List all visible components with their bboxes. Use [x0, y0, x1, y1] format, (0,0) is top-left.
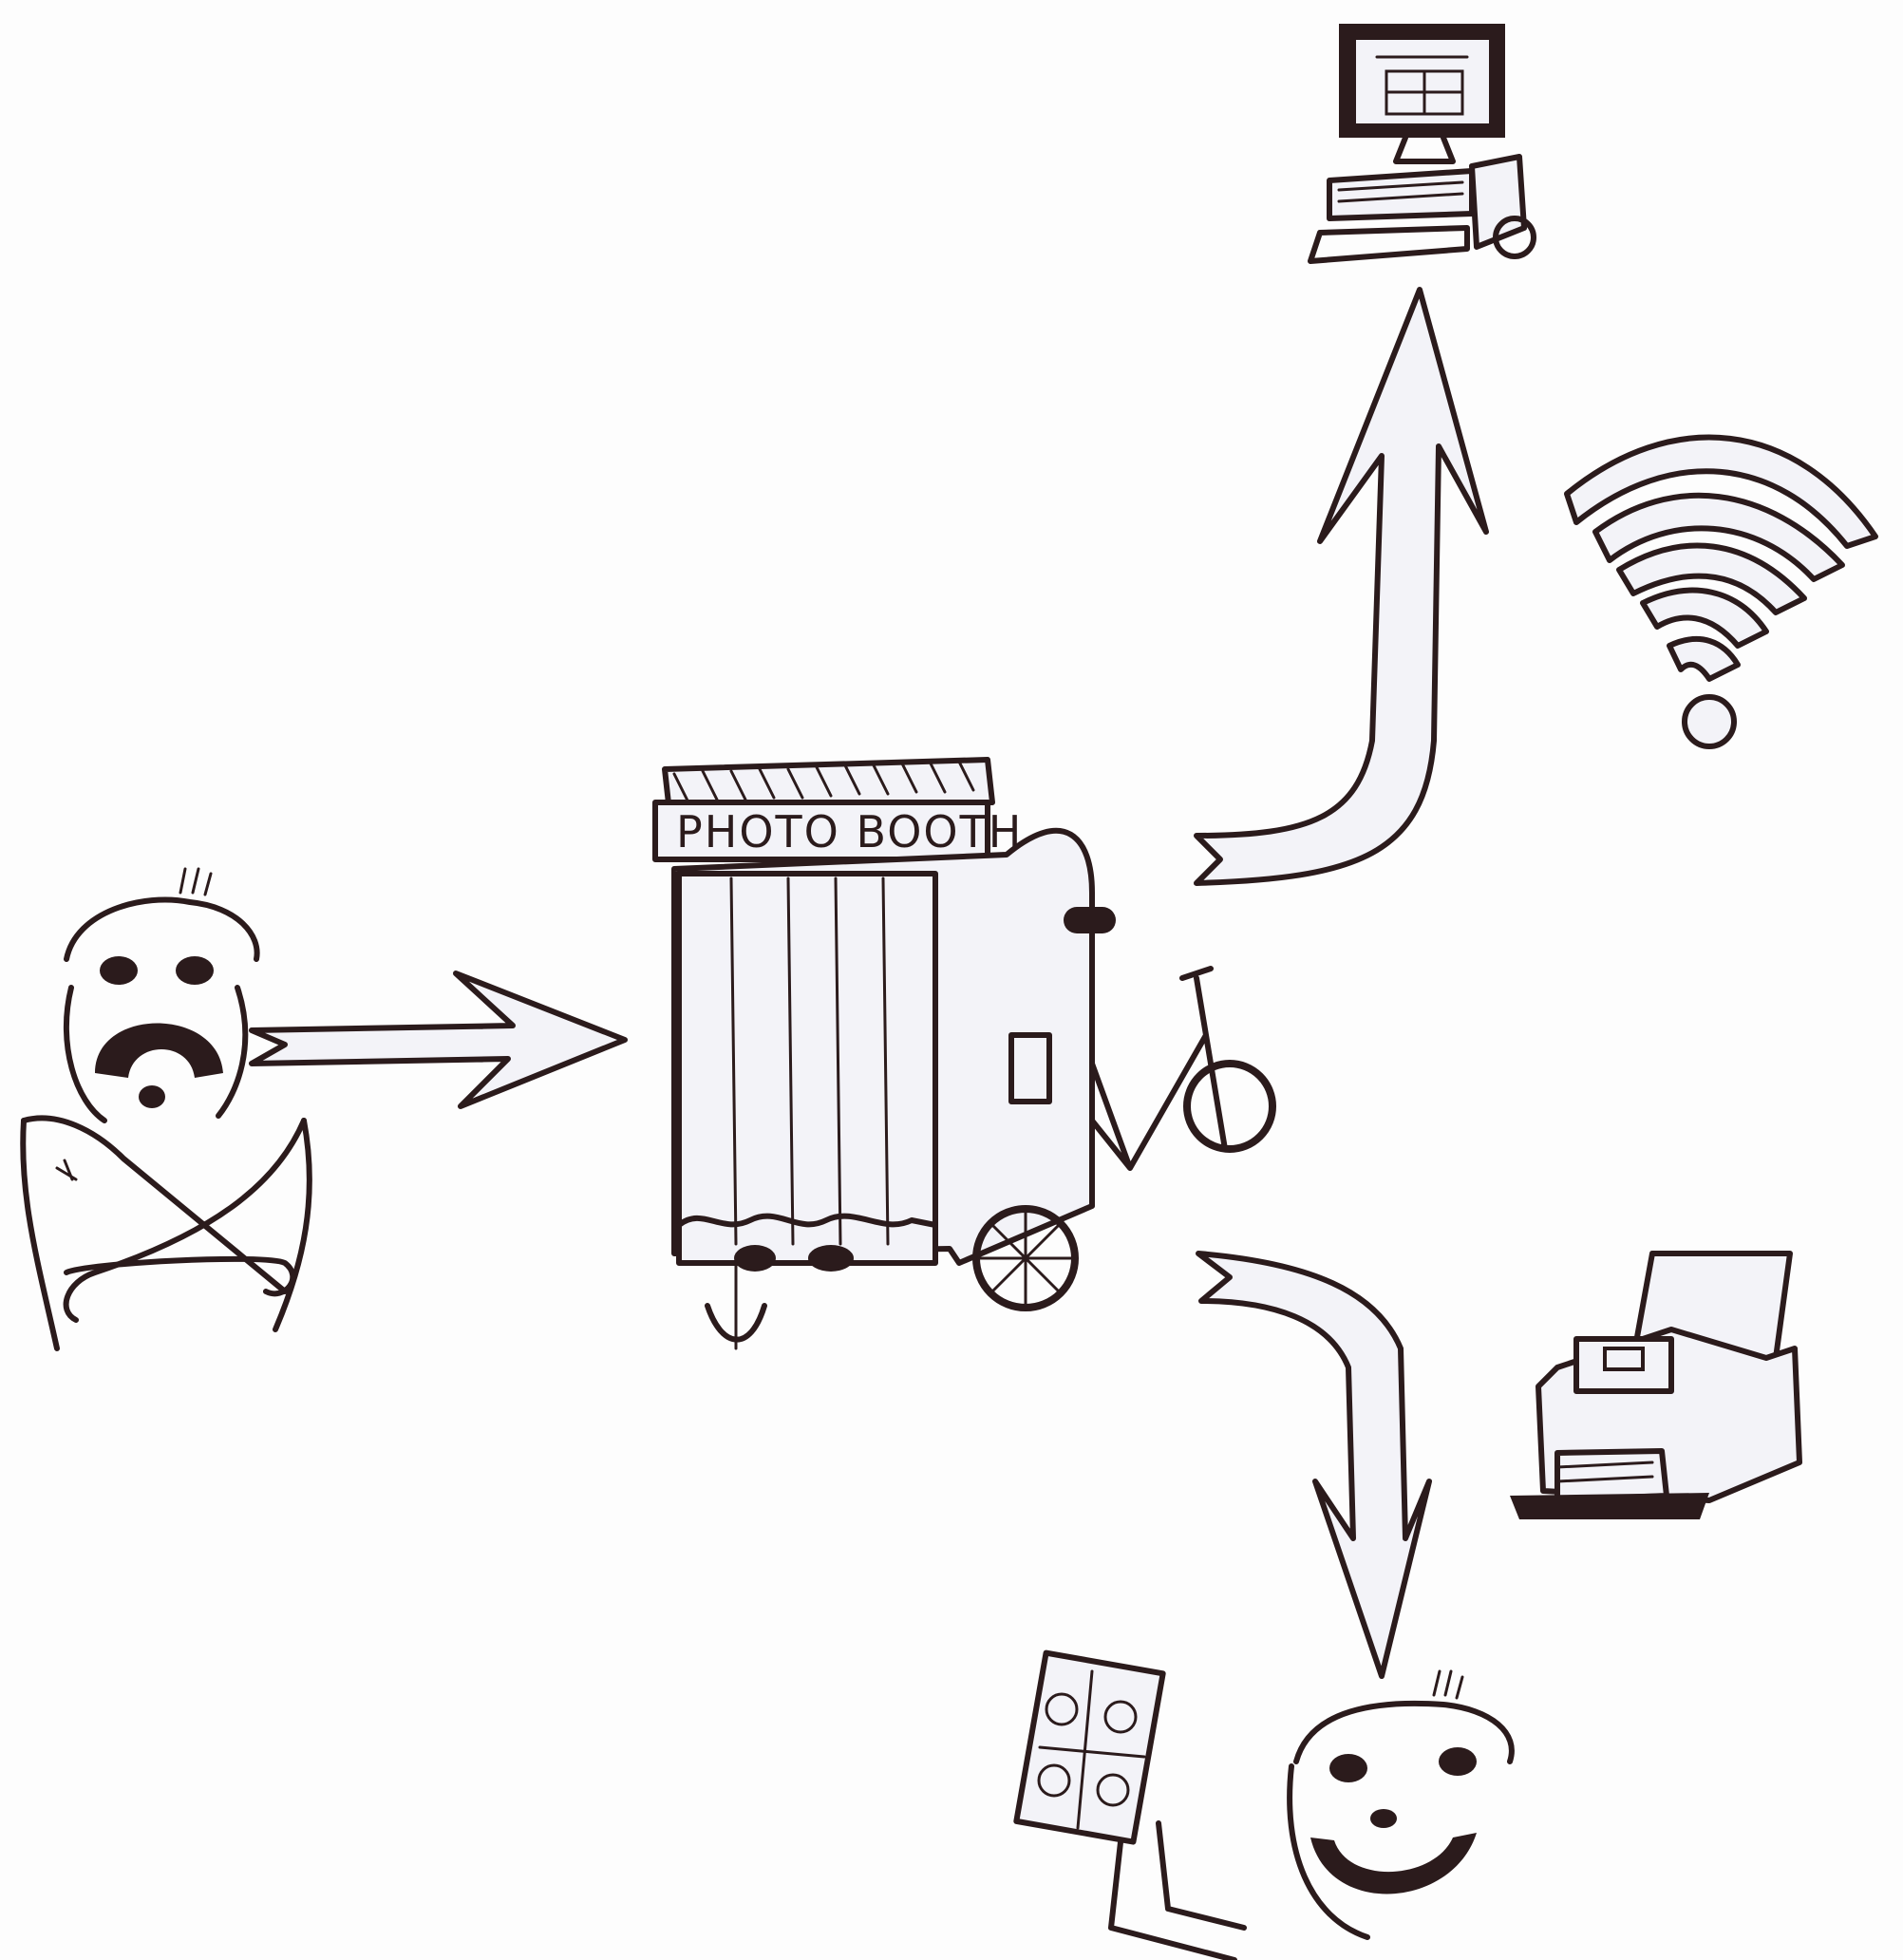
photo-booth-cart: PHOTO BOOTH: [652, 757, 1276, 1350]
arrow-to-customer: [1196, 1251, 1432, 1679]
happy-person: [1013, 1649, 1515, 1960]
sad-person: [20, 867, 312, 1351]
computer-icon: [1308, 24, 1536, 264]
wifi-icon: [1564, 434, 1878, 749]
booth-sign-label: PHOTO BOOTH: [676, 806, 1023, 858]
arrow-to-booth: [249, 971, 628, 1109]
arrow-to-computer: [1194, 287, 1489, 886]
printer-icon: [1510, 1251, 1802, 1519]
